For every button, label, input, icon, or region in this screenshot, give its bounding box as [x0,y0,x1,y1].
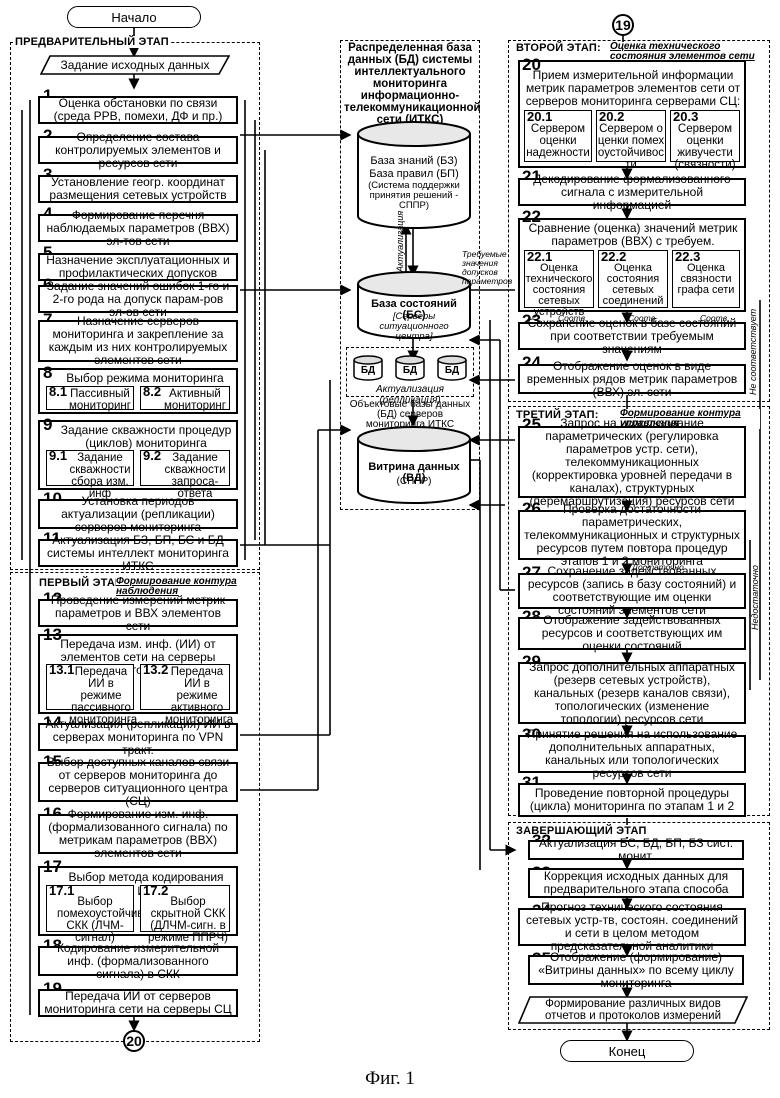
substep-number: 9.2 [141,450,161,462]
connector-19: 19 [612,14,634,36]
state-sub-label: [Серверы ситуационного центра] [360,312,468,342]
required-values-label: Требуемые значения допусков параметров [462,250,512,286]
step-1-box: Оценка обстановки по связи (среда РРВ, п… [38,96,238,124]
substep-text: Пассивный мониторинг [67,388,133,412]
step-21-box: Декодирование формализованного сигнала с… [518,178,746,206]
substep-number: 20.1 [525,111,591,123]
step-24-box: Отображение оценок в виде временных рядо… [518,364,746,394]
step-3-box: Установление геогр. координат размещения… [38,175,238,203]
substep-9-1: 9.1 Задание скважности сбора изм. инф [46,450,134,486]
step-2-box: Определение состава контролируемых элеме… [38,136,238,164]
step-31-box: Проведение повторной процедуры (цикла) м… [518,783,746,817]
step-7-box: Назначение серверов мониторинга и закреп… [38,320,238,362]
prelim-stage-title: ПРЕДВАРИТЕЛЬНЫЙ ЭТАП [13,36,171,48]
step-26-box: Проверка достаточности параметрических, … [518,510,746,560]
substep-text: Сервером оценки живучести (связности) [674,123,735,171]
substep-text: Оценка состояния сетевых соединений [599,263,667,307]
substep-number: 9.1 [47,450,67,462]
db-title: Распределенная база данных (БД) системы … [344,42,476,126]
dss-label: (Система поддержки принятия решений - СП… [362,181,466,211]
step-25-box: Запрос на использование параметрических … [518,426,746,498]
substep-9-2: 9.2 Задание скважности запроса-ответа [140,450,230,486]
step-28-box: Отображение задействованных ресурсов и с… [518,617,746,650]
rules-label: База правил (БП) [360,169,468,180]
step-27-box: Сохранение задействованных ресурсов (зап… [518,573,746,609]
vitrina-sub-label: (СППР) [360,476,468,487]
output-label: Формирование различных видов отчетов и п… [532,996,734,1024]
step-8-label: Выбор режима мониторинга [60,371,230,385]
step-10-box: Установка периодов актуализации (реплика… [38,499,238,529]
step-35-box: Отображение (формирование) «Витрины данн… [528,955,744,985]
substep-17-2: 17.2 Выбор скрытной СКК (ДЛЧМ-сигн. в ре… [140,885,230,932]
substep-text: Выбор скрытной СКК (ДЛЧМ-сигн. в режиме … [147,896,229,944]
step-11-box: Актуализация БЗ, БП, БС и БД системы инт… [38,539,238,567]
substep-text: Выбор помехоустойчивой СКК (ЛЧМ-сигнал) [57,896,133,944]
substep-20-3: 20.3 Сервером оценки живучести (связност… [670,110,740,162]
step-9-label: Задание скважности процедур (циклов) мон… [60,424,232,450]
substep-text: Оценка технического состояния сетевых ус… [525,263,593,318]
step-30-box: Принятие решения на использование дополн… [518,735,746,773]
bd-label-2: БД [396,365,424,376]
substep-text: Сервером оценки помехоустойчивости [597,123,665,171]
actualization-vertical-label: Актуализация [395,211,405,272]
bd-label-1: БД [354,365,382,376]
substep-20-2: 20.2 Сервером оценки помехоустойчивости [596,110,666,162]
figure-caption: Фиг. 1 [0,1068,780,1090]
connector-20: 20 [123,1030,145,1052]
not-enough-label: Недостаточно [750,565,760,630]
step-14-box: Актуализация (репликация) ИИ в серверах … [38,723,238,751]
step-34-box: Прогноз технического состояния сетевых у… [518,908,746,946]
start-terminal: Начало [67,6,201,28]
step-29-box: Запрос дополнительных аппаратных (резерв… [518,662,746,724]
second-stage-title: ВТОРОЙ ЭТАП: [514,42,603,54]
substep-17-1: 17.1 Выбор помехоустойчивой СКК (ЛЧМ-сиг… [46,885,134,932]
step-19-box: Передача ИИ от серверов мониторинга сети… [38,989,238,1017]
bd-label-3: БД [438,365,466,376]
step-18-box: Кодирование измерительной инф. (формализ… [38,946,238,976]
substep-number: 20.3 [671,111,739,123]
step-23-box: Сохранение оценок в базе состояний при с… [518,322,746,350]
substep-number: 20.2 [597,111,665,123]
substep-number: 8.1 [47,386,67,398]
substep-13-1: 13.1 Передача ИИ в режиме пассивного мон… [46,664,134,710]
substep-number: 8.2 [141,386,161,398]
substep-20-1: 20.1 Сервером оценки надежности [524,110,592,162]
step-32-box: Актуализация БС, БД, БП, БЗ сист. монит. [528,840,744,860]
substep-8-1: 8.1 Пассивный мониторинг [46,386,134,410]
step-15-box: Выбор доступных каналов связи от серверо… [38,762,238,802]
step-33-box: Коррекция исходных данных для предварите… [528,868,744,898]
substep-text: Активный мониторинг [161,388,229,412]
end-terminal: Конец [560,1040,694,1062]
step-number: 8 [43,364,52,381]
step-16-box: Формирование изм. инф. (формализованного… [38,814,238,854]
step-6-box: Задание значений ошибок 1-го и 2-го рода… [38,285,238,313]
step-20-label: Прием измерительной информации метрик па… [524,69,742,108]
substep-8-2: 8.2 Активный мониторинг [140,386,230,410]
input-label: Задание исходных данных [50,55,220,75]
step-5-box: Назначение эксплуатационных и профилакти… [38,253,238,281]
substep-text: Задание скважности сбора изм. инф [67,452,133,500]
step-12-box: Проведение измерений метрик параметров и… [38,599,238,627]
substep-22-1: 22.1 Оценка технического состояния сетев… [524,250,594,308]
substep-text: Оценка связности графа сети [673,263,739,296]
substep-22-3: 22.3 Оценка связности графа сети [672,250,740,308]
not-sootv-label: Не соответствует [748,309,758,395]
step-number: 9 [43,416,52,433]
substep-text: Задание скважности запроса-ответа [161,452,229,500]
substep-22-2: 22.2 Оценка состояния сетевых соединений [598,250,668,308]
substep-text: Сервером оценки надежности [526,123,590,159]
step-4-box: Формирование перечня наблюдаемых парамет… [38,214,238,242]
kb-label: База знаний (БЗ) [360,156,468,167]
substep-13-2: 13.2 Передача ИИ в режиме активного мони… [140,664,230,710]
second-stage-subtitle: Оценка технического состояния элементов … [610,42,760,62]
